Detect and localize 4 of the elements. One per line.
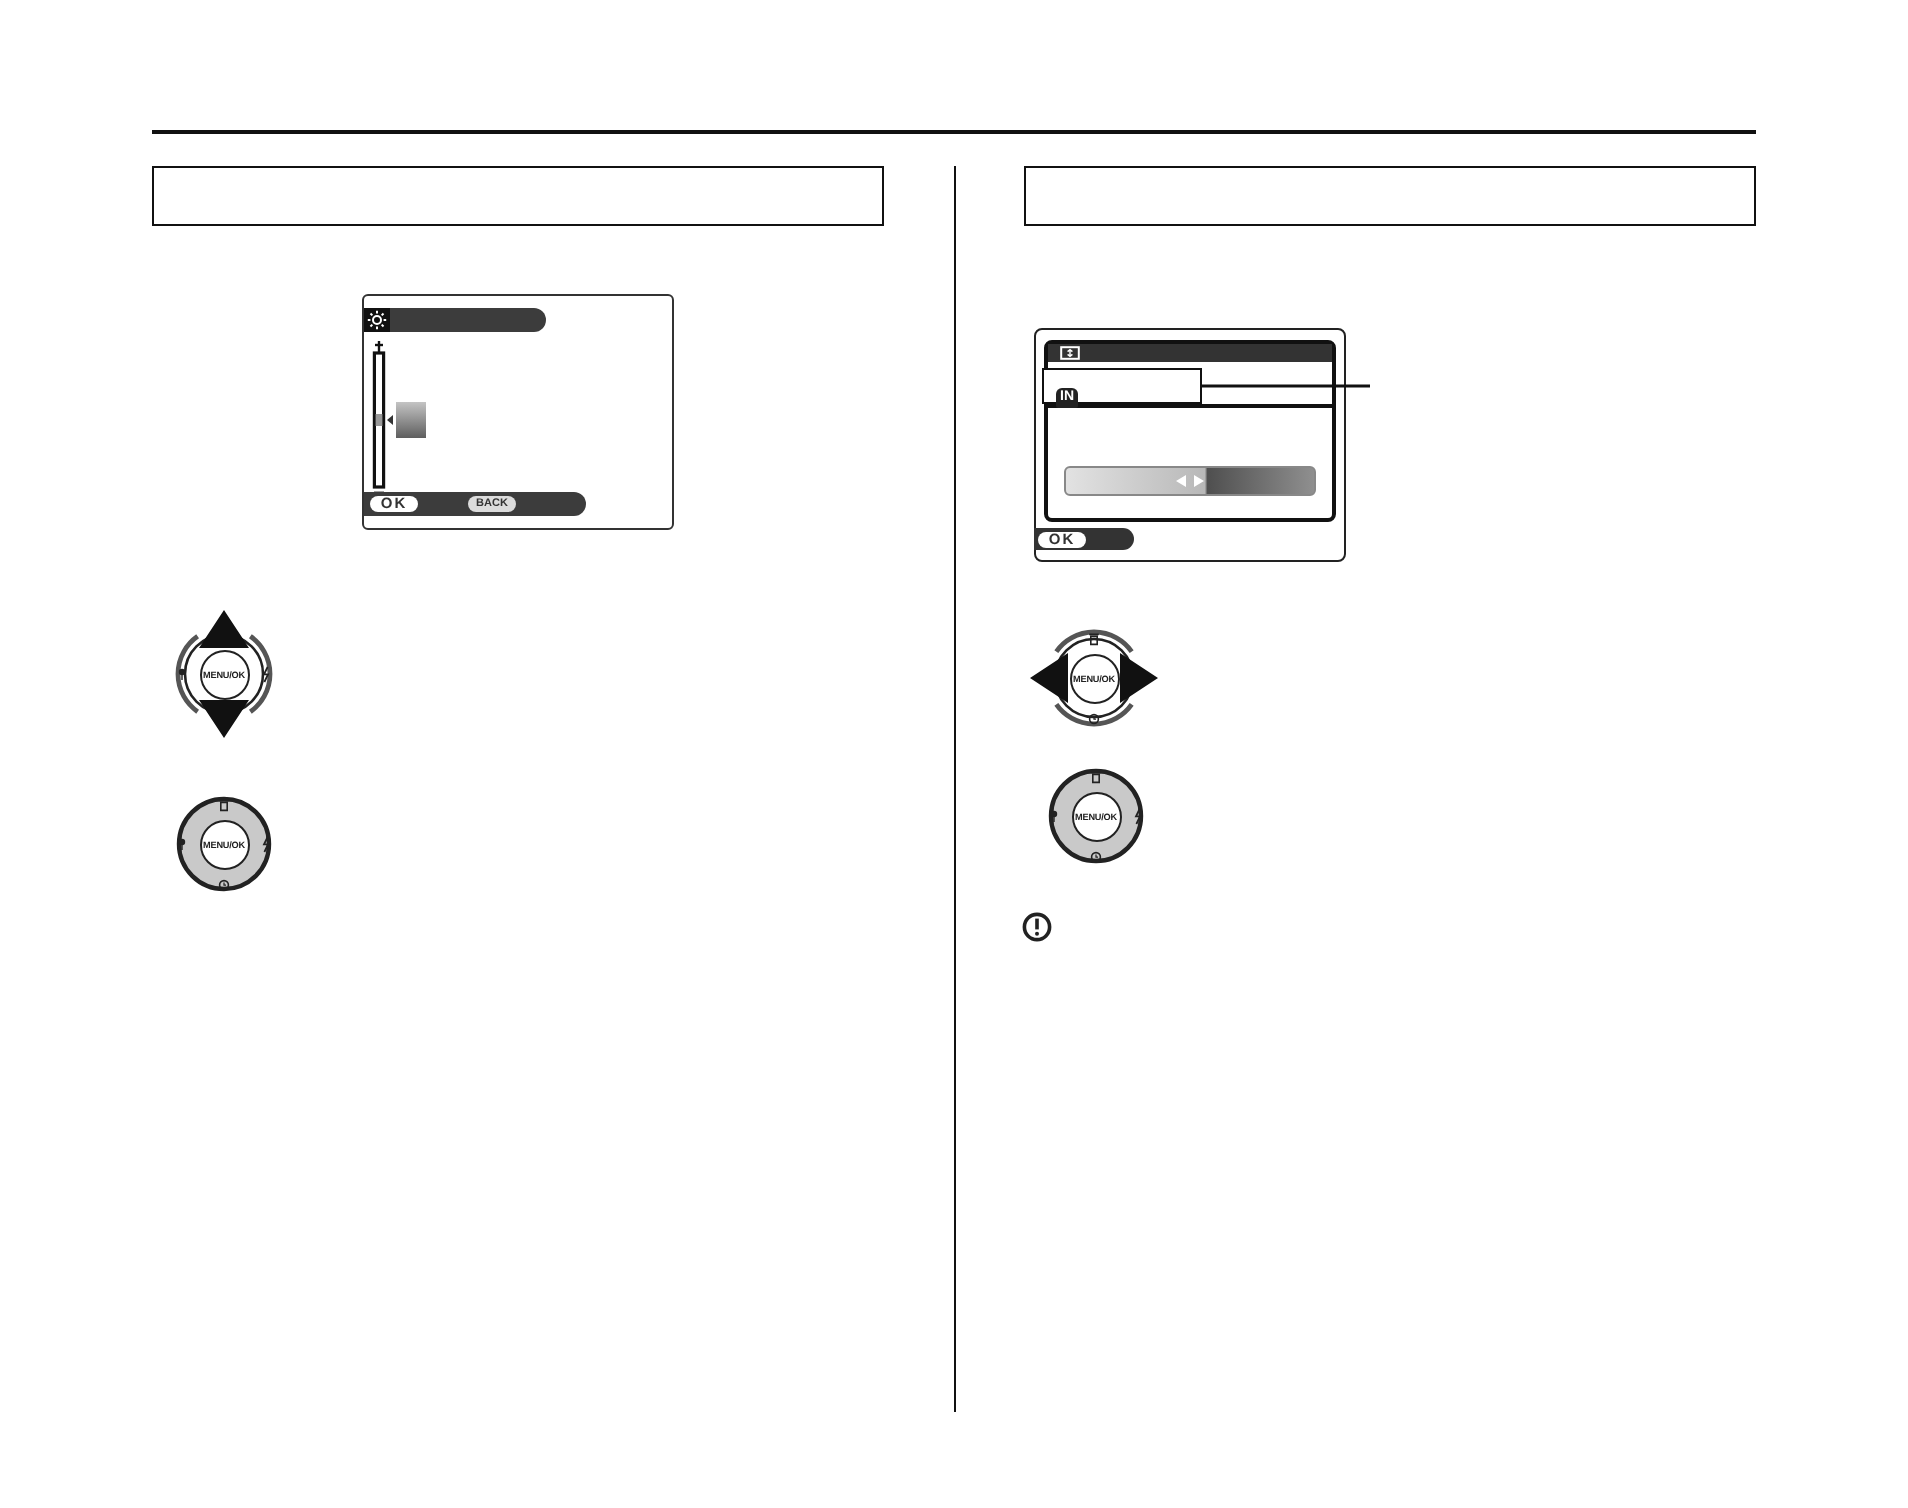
leader-line [1202, 384, 1370, 388]
section-heading-box [152, 166, 884, 226]
callout-box [1042, 368, 1202, 404]
section-heading-box [1024, 166, 1756, 226]
